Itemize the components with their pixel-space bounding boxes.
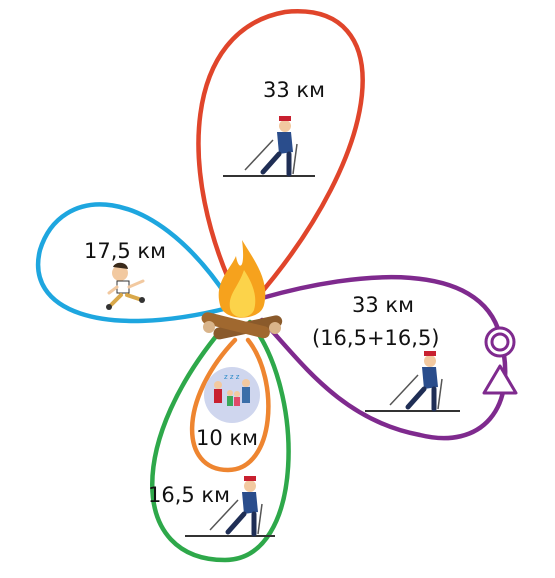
skier-icon — [365, 351, 460, 412]
svg-text:z z z: z z z — [224, 373, 240, 381]
campfire-icon — [201, 240, 283, 340]
loop-purple-label: 33 км — [352, 293, 414, 317]
loop-blue-route — [36, 202, 231, 324]
circle-triangle-marker-icon — [482, 326, 518, 395]
loop-red-label: 33 км — [263, 78, 325, 102]
loop-purple-sublabel: (16,5+16,5) — [312, 326, 440, 350]
family-walk-icon: z z z — [204, 367, 260, 423]
skier-icon — [223, 116, 315, 177]
loop-orange-route — [189, 337, 271, 473]
running-boy-icon — [106, 262, 145, 310]
skier-icon — [185, 476, 275, 537]
loop-blue-label: 17,5 км — [84, 239, 166, 263]
loop-purple-route — [259, 274, 508, 441]
loop-green-route — [150, 319, 291, 563]
loop-orange-label: 10 км — [196, 426, 258, 450]
loop-green-label: 16,5 км — [148, 483, 230, 507]
loop-red-route — [196, 9, 365, 303]
